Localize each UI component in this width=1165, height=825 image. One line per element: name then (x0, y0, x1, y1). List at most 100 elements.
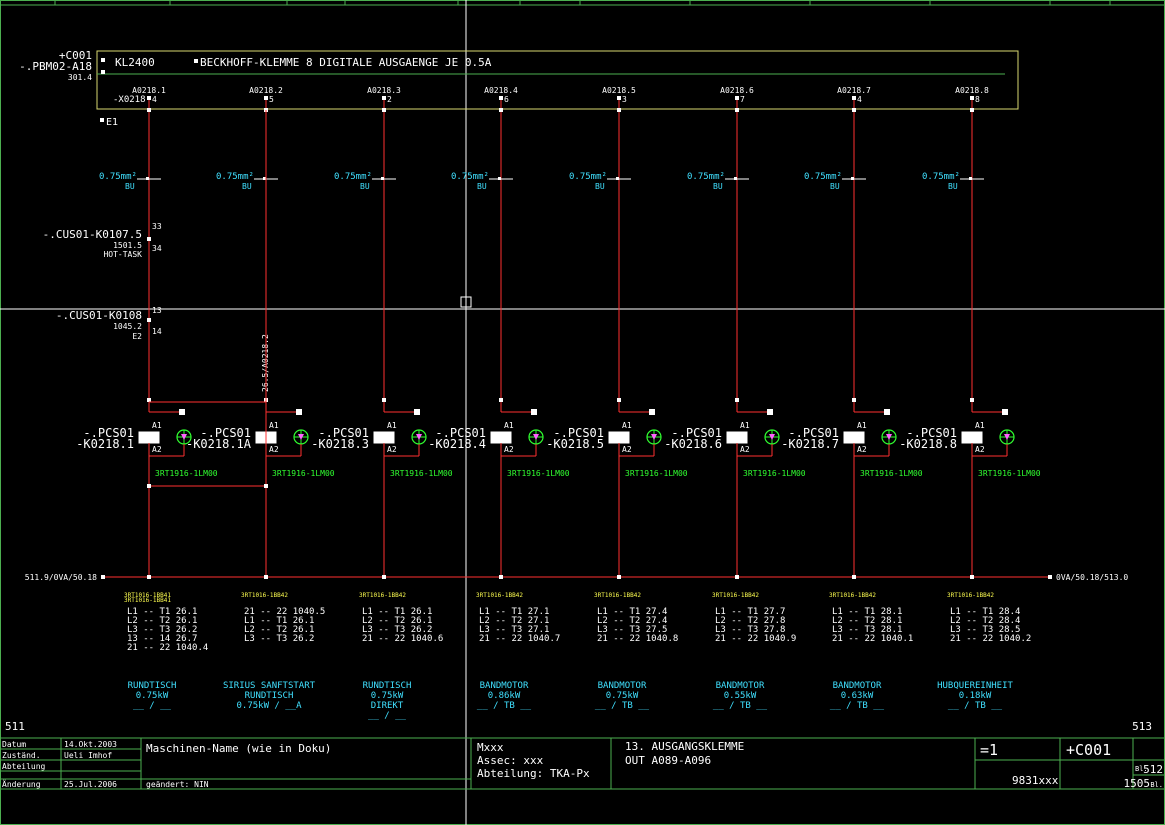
coil-device-label: -.PCS01 (83, 426, 134, 440)
coil-a2: A2 (622, 445, 632, 454)
coil-a1: A1 (387, 421, 397, 430)
function-designation: =1 (980, 741, 998, 759)
interlock-node (147, 318, 151, 322)
coil-a2: A2 (740, 445, 750, 454)
total-label: Bl. (1150, 781, 1163, 789)
channel-address: A0218.4 (484, 86, 518, 95)
led-diode-icon (886, 434, 892, 440)
titleblock-row-value: 25.Jul.2006 (64, 780, 117, 789)
coil-a2: A2 (269, 445, 279, 454)
channel-5: A0218.530.75mm²BUA1A2-.PCS01-K0218.53RT1… (546, 86, 688, 711)
terminal-marker (499, 96, 503, 100)
aux-contact: L3 -- T3 26.2 (244, 634, 314, 644)
titleblock-row-label: Datum (2, 740, 26, 749)
aux-contact: L1 -- T1 26.1 (362, 607, 432, 617)
aux-contact: L2 -- T2 28.4 (950, 616, 1020, 626)
coil-part-number: 3RT1916-1LM00 (507, 469, 570, 478)
aux-title: 3RT1016-1BB42 (947, 592, 994, 599)
coil-a2: A2 (975, 445, 985, 454)
connector-label: -X0218 (113, 95, 146, 105)
wire-size: 0.75mm² (687, 172, 725, 182)
coil-device-id: -K0218.5 (546, 437, 604, 451)
crosshair-box (460, 296, 472, 308)
bus-node (970, 575, 974, 579)
aux-contact: L2 -- T2 27.1 (479, 616, 549, 626)
aux-contact: L2 -- T2 26.1 (127, 616, 197, 626)
drawing-number: 9831xxx (1012, 774, 1059, 787)
led-diode-icon (298, 434, 304, 440)
relay-coil (726, 431, 748, 444)
coil-part-number: 3RT1916-1LM00 (860, 469, 923, 478)
coil-part-number: 3RT1916-1LM00 (978, 469, 1041, 478)
coil-device-id: -K0218.8 (899, 437, 957, 451)
wire-dot (146, 177, 149, 180)
page-prev: 511 (5, 720, 25, 733)
channel-address: A0218.7 (837, 86, 871, 95)
led-diode-icon (181, 434, 187, 440)
titleblock-row-value: Ueli Imhof (64, 751, 112, 760)
load-description: BANDMOTOR (598, 681, 647, 691)
location-label: +C001 (59, 49, 92, 62)
channel-7: A0218.740.75mm²BUA1A2-.PCS01-K0218.73RT1… (781, 86, 923, 711)
terminal-marker (852, 108, 856, 112)
load-description: __ / TB __ (477, 701, 532, 711)
bus-node (852, 575, 856, 579)
wire-size: 0.75mm² (569, 172, 607, 182)
channel-8: A0218.880.75mm²BUA1A2-.PCS01-K0218.83RT1… (899, 86, 1041, 711)
coil-device-id: -K0218.1 (76, 437, 134, 451)
titleblock-row-label: Abteilung (2, 762, 46, 771)
bus-label-right: 0VA/50.18/513.0 (1056, 573, 1128, 582)
load-description: 0.63kW (841, 691, 874, 701)
channel-pin: 6 (504, 95, 509, 104)
aux-contact: 21 -- 22 1040.9 (715, 634, 796, 644)
module-marker (101, 70, 105, 74)
coil-a1: A1 (504, 421, 514, 430)
load-description: 0.75kW (606, 691, 639, 701)
channel-address: A0218.8 (955, 86, 989, 95)
channel-6: A0218.670.75mm²BUA1A2-.PCS01-K0218.63RT1… (664, 86, 806, 711)
wire-dot (851, 177, 854, 180)
channel-4: A0218.460.75mm²BUA1A2-.PCS01-K0218.43RT1… (428, 86, 570, 711)
aux-contact: L1 -- T1 27.4 (597, 607, 667, 617)
interlock-k0108-label: -.CUS01-K0108 (56, 309, 142, 322)
aux-title: 3RT1016-1BB42 (359, 592, 406, 599)
titleblock-changed: geändert: NIN (146, 780, 209, 789)
load-description: 0.18kW (959, 691, 992, 701)
location-designation: +C001 (1066, 741, 1111, 759)
terminal-marker (414, 409, 420, 415)
aux-contact: L3 -- T3 26.2 (127, 625, 197, 635)
wire-size: 0.75mm² (216, 172, 254, 182)
channel-pin: 4 (152, 95, 157, 104)
interlock-k0108-ref: 1045.2 (113, 322, 142, 331)
interlock-node (147, 237, 151, 241)
device-ref: 301.4 (68, 73, 92, 82)
terminal-marker (179, 409, 185, 415)
led-diode-icon (1004, 434, 1010, 440)
coil-part-number: 3RT1916-1LM00 (155, 469, 218, 478)
module-marker (101, 58, 105, 62)
terminal-marker (767, 409, 773, 415)
bus-end-left (101, 575, 105, 579)
wire-size: 0.75mm² (99, 172, 137, 182)
wire-size: 0.75mm² (804, 172, 842, 182)
wire-size: 0.75mm² (334, 172, 372, 182)
coil-a1: A1 (740, 421, 750, 430)
sheet-number: 512 (1143, 763, 1163, 776)
aux-contact: L1 -- T1 26.1 (244, 616, 314, 626)
terminal-marker (264, 96, 268, 100)
load-description: RUNDTISCH (363, 681, 412, 691)
aux-contact: 21 -- 22 1040.4 (127, 643, 208, 653)
interlock-k0107-note: HOT-TASK (103, 250, 142, 259)
titleblock-row-label: Zuständ. (2, 751, 41, 760)
coil-a1: A1 (975, 421, 985, 430)
aux-contact: L2 -- T2 27.4 (597, 616, 667, 626)
terminal-marker (147, 484, 151, 488)
e1-marker (100, 118, 104, 122)
aux-contact: L1 -- T1 26.1 (127, 607, 197, 617)
terminal-marker (147, 398, 151, 402)
wire-color: BU (360, 182, 370, 191)
load-description: BANDMOTOR (833, 681, 882, 691)
aux-contact: 21 -- 22 1040.7 (479, 634, 560, 644)
terminal-marker (735, 96, 739, 100)
wire-size: 0.75mm² (922, 172, 960, 182)
